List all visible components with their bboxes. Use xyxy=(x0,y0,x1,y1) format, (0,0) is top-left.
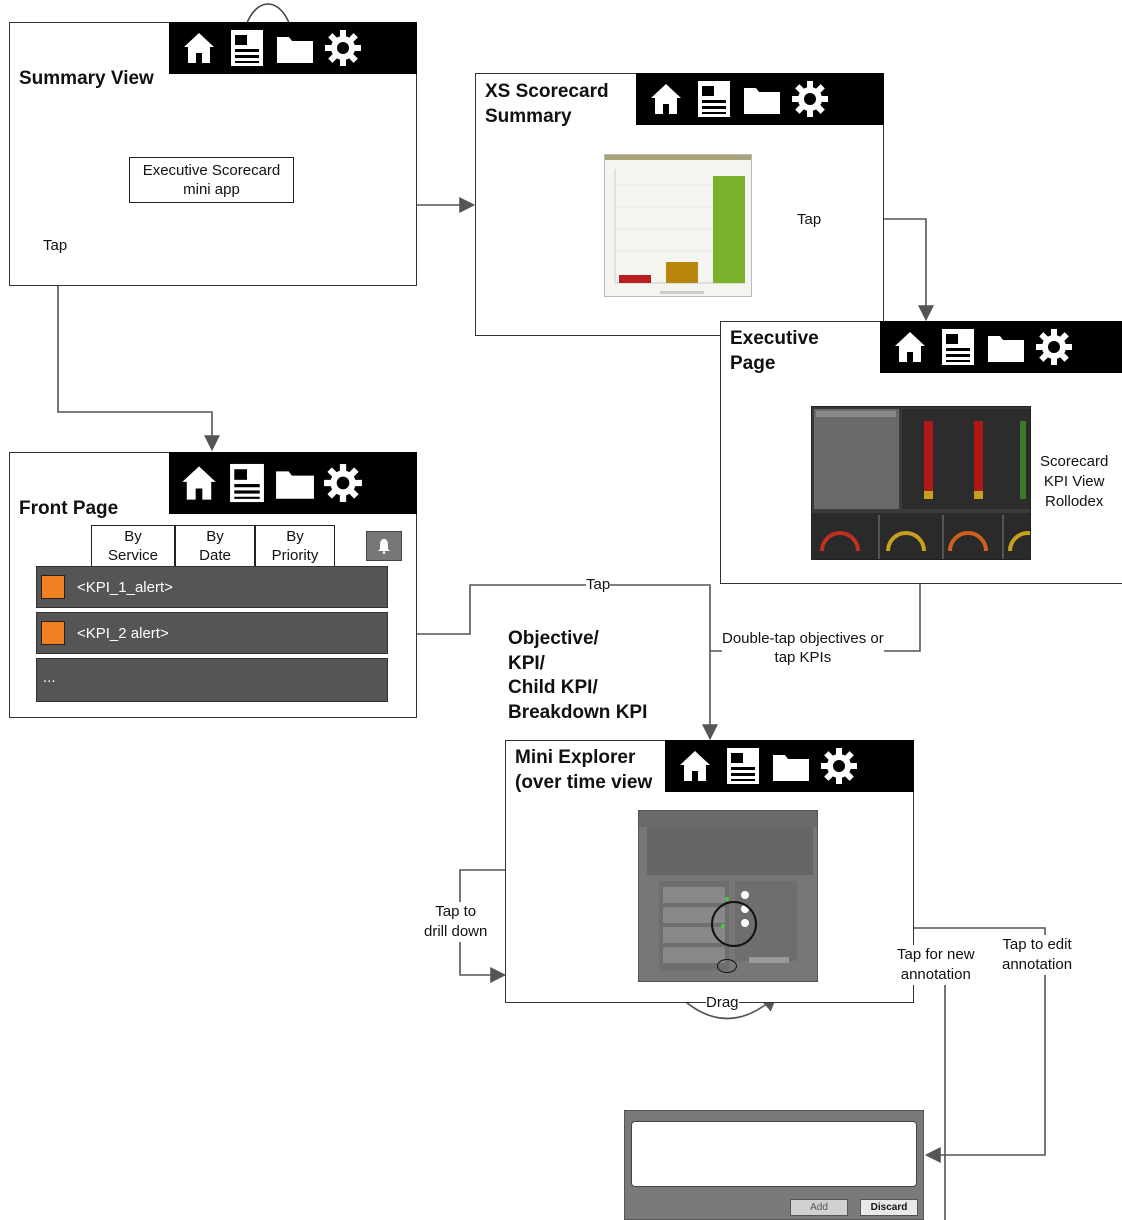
tap-to-edit-annotation-label: Tap to edit annotation xyxy=(1002,935,1073,975)
discard-button[interactable]: Discard xyxy=(860,1199,918,1216)
bell-button[interactable] xyxy=(366,531,402,561)
add-button[interactable]: Add xyxy=(790,1199,848,1216)
double-tap-line2: tap KPIs xyxy=(774,649,832,666)
mini-explorer-title-line2: (over time view xyxy=(515,772,653,793)
home-icon[interactable] xyxy=(179,463,219,503)
tap-label-xs: Tap xyxy=(797,210,822,229)
tab-by-service-line2: Service xyxy=(107,547,159,564)
tab-by-date[interactable]: By Date xyxy=(175,525,255,567)
double-tap-line1: Double-tap objectives or xyxy=(722,630,884,647)
annotation-circle-new[interactable] xyxy=(717,959,737,973)
tap-to-drill-down-label: Tap to drill down xyxy=(424,902,488,942)
alert-label-kpi1: <KPI_1_alert> xyxy=(77,578,173,596)
scorecard-kpi-rollodex-label: Scorecard KPI View Rollodex xyxy=(1040,452,1108,512)
tab-by-service[interactable]: By Service xyxy=(91,525,175,567)
connector-front-to-mini xyxy=(388,584,718,741)
thumb-bar-green xyxy=(713,176,745,283)
connector-drag xyxy=(665,982,778,1020)
gear-icon[interactable] xyxy=(819,746,859,786)
scorecard-label-line3: Rollodex xyxy=(1045,493,1104,510)
new-annot-line2: annotation xyxy=(900,966,971,983)
document-icon[interactable] xyxy=(227,28,267,68)
drill-line1: Tap to xyxy=(435,903,477,920)
gear-icon[interactable] xyxy=(790,79,830,119)
executive-page-title-line2: Page xyxy=(730,353,776,374)
tab-by-date-line2: Date xyxy=(199,547,231,564)
xs-summary-title-line2: Summary xyxy=(485,106,572,127)
summary-view-title: Summary View xyxy=(19,68,154,89)
home-icon[interactable] xyxy=(890,327,930,367)
alert-row-more[interactable]: ... xyxy=(36,658,388,702)
home-icon[interactable] xyxy=(179,28,219,68)
mini-explorer-thumbnail-graphic xyxy=(639,811,817,971)
scorecard-label-line2: KPI View xyxy=(1043,473,1105,490)
summary-view-toolbar xyxy=(169,22,417,74)
objective-line3: Child KPI/ xyxy=(508,677,598,698)
annotation-dialog: Add Discard xyxy=(624,1110,924,1220)
objective-line1: Objective/ xyxy=(508,628,599,649)
gear-icon[interactable] xyxy=(1034,327,1074,367)
thumb-bar-amber xyxy=(666,262,698,283)
gear-icon[interactable] xyxy=(323,463,363,503)
executive-scorecard-mini-app-box[interactable]: Executive Scorecard mini app xyxy=(129,157,294,203)
tab-by-service-line1: By xyxy=(124,528,142,545)
discard-button-label: Discard xyxy=(870,1202,908,1213)
alert-label-more: ... xyxy=(43,669,56,686)
xs-summary-title-line1: XS Scorecard xyxy=(485,81,609,102)
bell-icon xyxy=(378,539,390,554)
folder-icon[interactable] xyxy=(986,327,1026,367)
document-icon[interactable] xyxy=(694,79,734,119)
alert-status-square xyxy=(41,621,65,645)
alert-label-kpi2: <KPI_2 alert> xyxy=(77,624,169,642)
mini-explorer-toolbar xyxy=(665,740,914,792)
folder-icon[interactable] xyxy=(771,746,811,786)
xs-scorecard-chart-thumbnail[interactable] xyxy=(604,154,752,297)
folder-icon[interactable] xyxy=(275,28,315,68)
front-page-title: Front Page xyxy=(19,498,119,519)
new-annot-line1: Tap for new xyxy=(897,946,975,963)
objective-line4: Breakdown KPI xyxy=(508,701,648,723)
home-icon[interactable] xyxy=(646,79,686,119)
objective-line2: KPI/ xyxy=(508,652,545,674)
folder-icon[interactable] xyxy=(742,79,782,119)
annotation-text-area[interactable] xyxy=(631,1121,917,1187)
executive-page-title-line1: Executive xyxy=(730,328,819,349)
tab-by-date-line1: By xyxy=(206,528,224,545)
home-icon[interactable] xyxy=(675,746,715,786)
scorecard-label-line1: Scorecard xyxy=(1040,453,1109,470)
alert-row-kpi2[interactable]: <KPI_2 alert> xyxy=(36,612,388,654)
add-button-label: Add xyxy=(810,1202,828,1213)
alert-row-kpi1[interactable]: <KPI_1_alert> xyxy=(36,566,388,608)
tab-by-priority[interactable]: By Priority xyxy=(255,525,335,567)
tap-label-front: Tap xyxy=(586,575,611,594)
tap-for-new-annotation-label: Tap for new annotation xyxy=(897,945,975,985)
edit-annot-line1: Tap to edit xyxy=(1002,936,1072,953)
drag-label: Drag xyxy=(706,993,739,1012)
alert-status-square xyxy=(41,575,65,599)
rollodex-thumbnail-graphic xyxy=(812,409,1030,559)
tab-by-priority-line1: By xyxy=(286,528,304,545)
mini-explorer-thumbnail[interactable] xyxy=(638,810,818,982)
document-icon[interactable] xyxy=(938,327,978,367)
edit-annot-line2: annotation xyxy=(1002,956,1073,973)
mini-app-line2: mini app xyxy=(183,181,240,198)
front-page-toolbar xyxy=(169,452,417,514)
scorecard-rollodex-thumbnail[interactable] xyxy=(811,406,1031,560)
annotation-circle-edit[interactable] xyxy=(711,901,757,947)
document-icon[interactable] xyxy=(227,463,267,503)
drill-line2: drill down xyxy=(424,923,488,940)
xs-summary-toolbar xyxy=(636,73,884,125)
mini-app-line1: Executive Scorecard xyxy=(142,162,281,179)
thumb-bar-red xyxy=(619,275,651,283)
document-icon[interactable] xyxy=(723,746,763,786)
tap-label-summary: Tap xyxy=(43,236,68,255)
mini-explorer-title-line1: Mini Explorer xyxy=(515,747,636,768)
objective-heading: Objective/ KPI/ Child KPI/ Breakdown KPI xyxy=(508,627,647,725)
executive-page-toolbar xyxy=(880,321,1122,373)
folder-icon[interactable] xyxy=(275,463,315,503)
gear-icon[interactable] xyxy=(323,28,363,68)
xs-chart-thumbnail-graphic xyxy=(605,155,751,294)
tab-by-priority-line2: Priority xyxy=(271,547,319,564)
double-tap-label: Double-tap objectives or tap KPIs xyxy=(722,629,884,667)
